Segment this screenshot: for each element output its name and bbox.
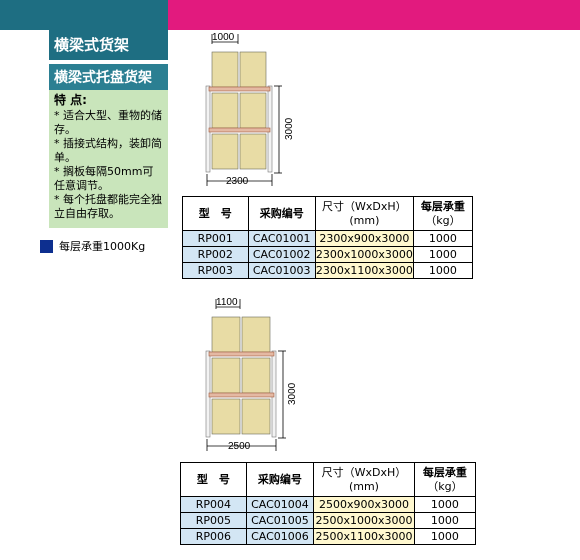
- cell-code: CAC01001: [247, 230, 316, 247]
- cell-load: 1000: [412, 262, 474, 279]
- cell-code: CAC01006: [245, 528, 315, 545]
- cell-model: RP006: [180, 528, 247, 545]
- feature-item: * 适合大型、重物的储存。: [54, 109, 162, 136]
- table-row: RP002 CAC01002 2300x1000x3000 1000: [182, 246, 474, 263]
- size-label: 尺寸（WxDxH）: [321, 465, 407, 479]
- rack-diagram-2: 1100 3000 2500: [205, 297, 298, 452]
- header-bar-pink: [168, 0, 580, 30]
- legend: 每层承重1000Kg: [40, 238, 145, 254]
- pallet: [239, 92, 267, 129]
- pallet: [211, 357, 241, 394]
- pallet: [241, 357, 271, 394]
- column-header-load: 每层承重 （kg）: [413, 462, 477, 497]
- column-header-size: 尺寸（WxDxH） (mm): [313, 462, 415, 497]
- cell-load: 1000: [413, 528, 477, 545]
- page-subtitle: 横梁式托盘货架: [49, 62, 168, 90]
- height-dimension-label: 3000: [284, 117, 295, 140]
- column-header-code: 采购编号: [247, 196, 316, 231]
- feature-item: * 搁板每隔50mm可任意调节。: [54, 165, 154, 192]
- column-header-size: 尺寸（WxDxH） (mm): [314, 196, 414, 231]
- load-unit: （kg）: [427, 479, 463, 493]
- cell-code: CAC01003: [247, 262, 316, 279]
- beam: [208, 351, 275, 357]
- legend-swatch: [40, 239, 53, 253]
- width-dimension-label: 1100: [216, 297, 238, 308]
- column-header-code: 采购编号: [245, 462, 315, 497]
- cell-size: 2500x1000x3000: [313, 512, 415, 529]
- table-row: RP004 CAC01004 2500x900x3000 1000: [180, 496, 477, 513]
- cell-model: RP005: [180, 512, 247, 529]
- cell-load: 1000: [412, 246, 474, 263]
- table-row: RP001 CAC01001 2300x900x3000 1000: [182, 230, 474, 247]
- cell-size: 2500x1100x3000: [313, 528, 415, 545]
- pallet: [211, 51, 239, 88]
- pallet: [239, 51, 267, 88]
- feature-item: * 插接式结构，装卸简单。: [54, 137, 162, 164]
- cell-model: RP002: [182, 246, 249, 263]
- beam: [208, 127, 271, 133]
- size-unit: (mm): [349, 213, 380, 227]
- pallet: [211, 92, 239, 129]
- table-row: RP003 CAC01003 2300x1100x3000 1000: [182, 262, 474, 279]
- column-header-model: 型 号: [180, 462, 247, 497]
- pallet: [211, 316, 241, 353]
- cell-load: 1000: [413, 496, 477, 513]
- pallet: [241, 316, 271, 353]
- cell-code: CAC01002: [247, 246, 316, 263]
- page-title: 横梁式货架: [49, 30, 168, 60]
- cell-size: 2300x1000x3000: [314, 246, 414, 263]
- total-width-label: 2300: [226, 176, 249, 187]
- load-unit: （kg）: [425, 213, 461, 227]
- table-row: RP006 CAC01006 2500x1100x3000 1000: [180, 528, 477, 545]
- cell-load: 1000: [413, 512, 477, 529]
- features-heading: 特 点:: [54, 93, 87, 107]
- total-width-label: 2500: [228, 441, 251, 452]
- cell-model: RP004: [180, 496, 247, 513]
- rack-diagram-1: 1000 3000 2300: [205, 32, 295, 187]
- beam: [208, 392, 275, 398]
- cell-code: CAC01004: [245, 496, 315, 513]
- size-unit: (mm): [348, 479, 379, 493]
- width-dimension-label: 1000: [212, 32, 235, 43]
- cell-model: RP001: [182, 230, 249, 247]
- pallet: [211, 133, 239, 170]
- beam: [208, 86, 271, 92]
- cell-size: 2300x900x3000: [314, 230, 414, 247]
- load-label: 每层承重: [420, 199, 465, 213]
- cell-load: 1000: [412, 230, 474, 247]
- cell-model: RP003: [182, 262, 249, 279]
- cell-size: 2500x900x3000: [313, 496, 415, 513]
- feature-item: * 每个托盘都能完全独立自由存取。: [54, 193, 162, 220]
- cell-code: CAC01005: [245, 512, 315, 529]
- size-label: 尺寸（WxDxH）: [322, 199, 407, 213]
- spec-table-1: 型 号 采购编号 尺寸（WxDxH） (mm) 每层承重 （kg） RP001 …: [182, 196, 474, 279]
- pallet: [239, 133, 267, 170]
- table-row: RP005 CAC01005 2500x1000x3000 1000: [180, 512, 477, 529]
- column-header-load: 每层承重 （kg）: [412, 196, 474, 231]
- cell-size: 2300x1100x3000: [314, 262, 414, 279]
- legend-label: 每层承重1000Kg: [59, 240, 146, 253]
- pallet: [241, 398, 271, 435]
- load-label: 每层承重: [422, 465, 467, 479]
- column-header-model: 型 号: [182, 196, 249, 231]
- pallet: [211, 398, 241, 435]
- spec-table-2: 型 号 采购编号 尺寸（WxDxH） (mm) 每层承重 （kg） RP004 …: [180, 462, 477, 545]
- header-bar-teal: [0, 0, 168, 30]
- features-box: 特 点: * 适合大型、重物的储存。 * 插接式结构，装卸简单。 * 搁板每隔5…: [49, 90, 168, 228]
- height-dimension-label: 3000: [287, 382, 298, 405]
